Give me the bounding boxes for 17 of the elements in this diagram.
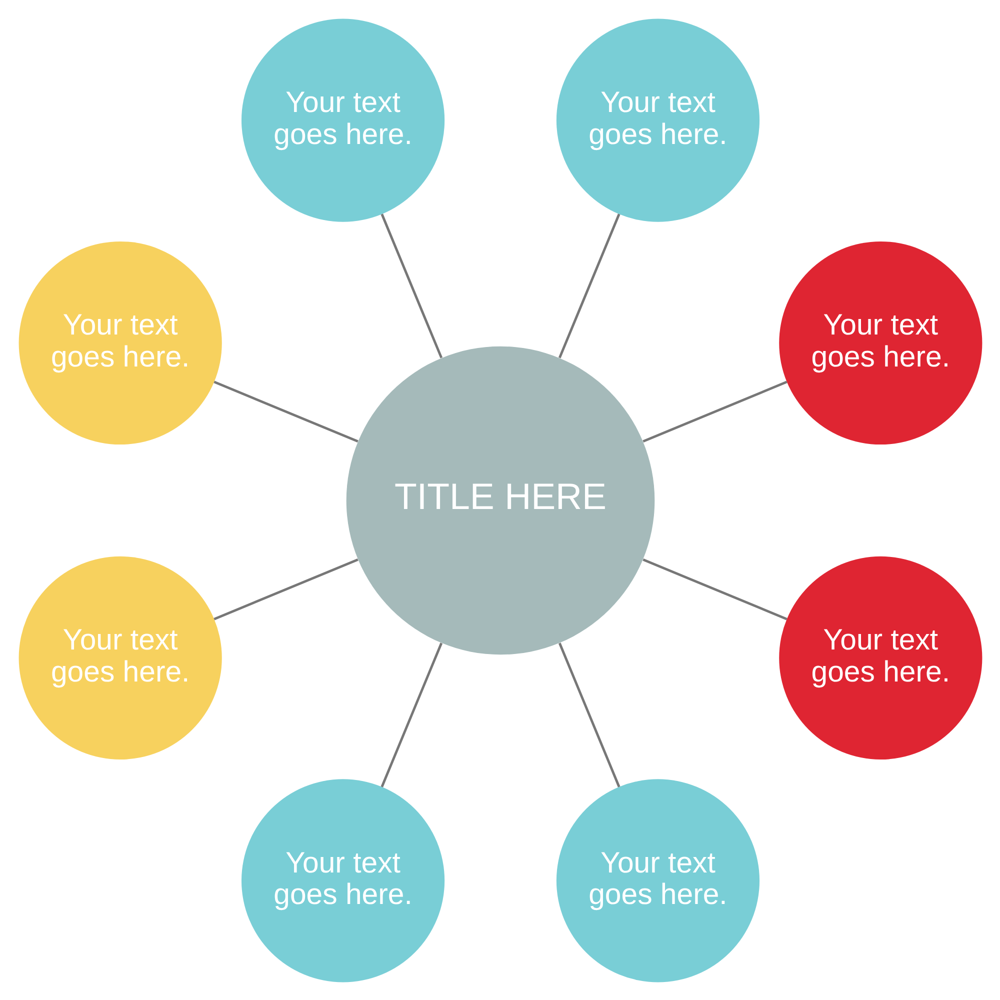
connector: [558, 642, 620, 787]
connector: [380, 213, 442, 358]
node-circle: Your text goes here.: [18, 556, 222, 760]
node-circle: Your text goes here.: [240, 18, 444, 222]
node-circle: Your text goes here.: [556, 18, 760, 222]
connector: [558, 213, 620, 358]
node-circle: Your text goes here.: [778, 556, 982, 760]
node-circle: Your text goes here.: [240, 778, 444, 982]
connector: [642, 558, 787, 620]
connector: [642, 380, 787, 442]
node-circle: Your text goes here.: [18, 240, 222, 444]
node-circle: TITLE HERE: [346, 346, 654, 654]
connector: [213, 558, 358, 620]
node-circle: Your text goes here.: [556, 778, 760, 982]
connector: [213, 380, 358, 442]
connector: [380, 642, 442, 787]
node-circle: Your text goes here.: [778, 240, 982, 444]
